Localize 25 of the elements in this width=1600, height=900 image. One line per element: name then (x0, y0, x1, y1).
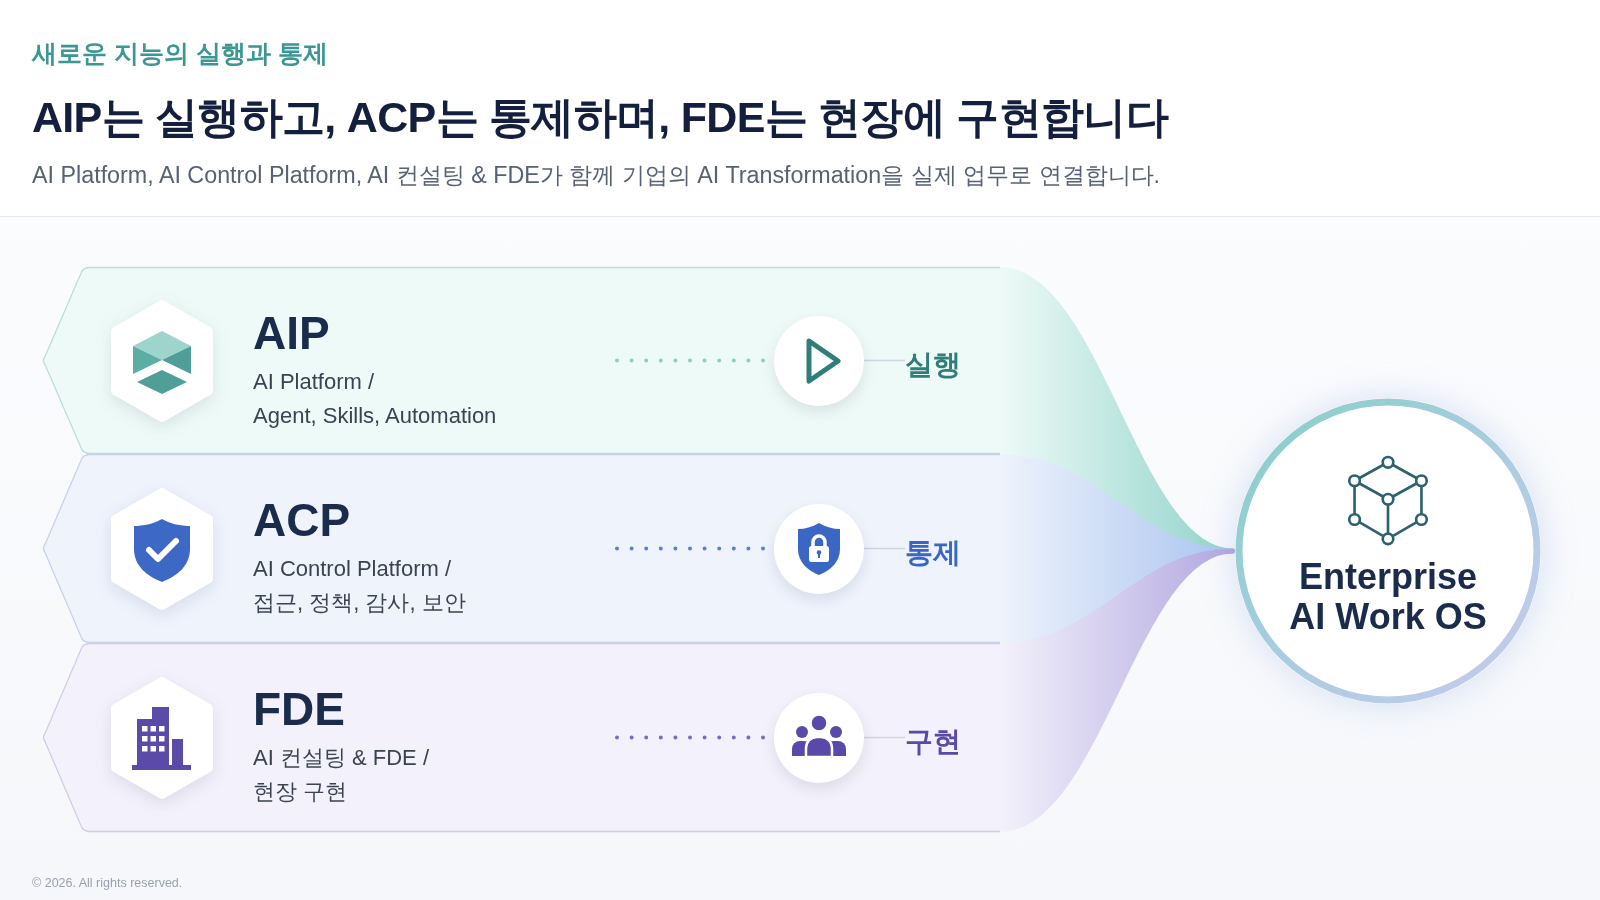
band-description: AI 컨설팅 & FDE / (253, 744, 430, 772)
copyright-text: © 2026. All rights reserved. (32, 875, 183, 891)
connector-line (863, 547, 906, 550)
step-label: 실행 (905, 347, 961, 382)
step-label: 통제 (905, 535, 961, 570)
connector-line (863, 359, 906, 362)
step-label: 구현 (905, 724, 961, 759)
connector-line (863, 736, 906, 739)
subtitle-text: AI Platform, AI Control Platform, AI 컨설팅 & FDE가 함께 기업의 AI Transformation을 실제 업무로 연결합니다. (32, 161, 1161, 190)
band-description: Agent, Skills, Automation (253, 402, 497, 430)
band-description: AI Platform / (253, 368, 375, 396)
flow-ribbon (997, 454, 1235, 643)
flow-ribbon (997, 548, 1235, 832)
band-description: 현장 구현 (253, 778, 348, 806)
chevron-band (42, 643, 1000, 832)
chevron-band (42, 454, 1000, 643)
band-description: AI Control Platform / (253, 555, 452, 583)
band-title: ACP (253, 493, 351, 548)
band-description: 접근, 정책, 감사, 보안 (253, 589, 466, 617)
band-title: FDE (253, 682, 345, 737)
band-title: AIP (253, 306, 330, 361)
hub-title: Enterprise AI Work OS (1288, 557, 1488, 637)
page-title: AIP는 실행하고, ACP는 통제하며, FDE는 현장에 구현합니다 (32, 92, 1168, 143)
chevron-band (42, 267, 1000, 454)
kicker-text: 새로운 지능의 실행과 통제 (32, 38, 328, 69)
